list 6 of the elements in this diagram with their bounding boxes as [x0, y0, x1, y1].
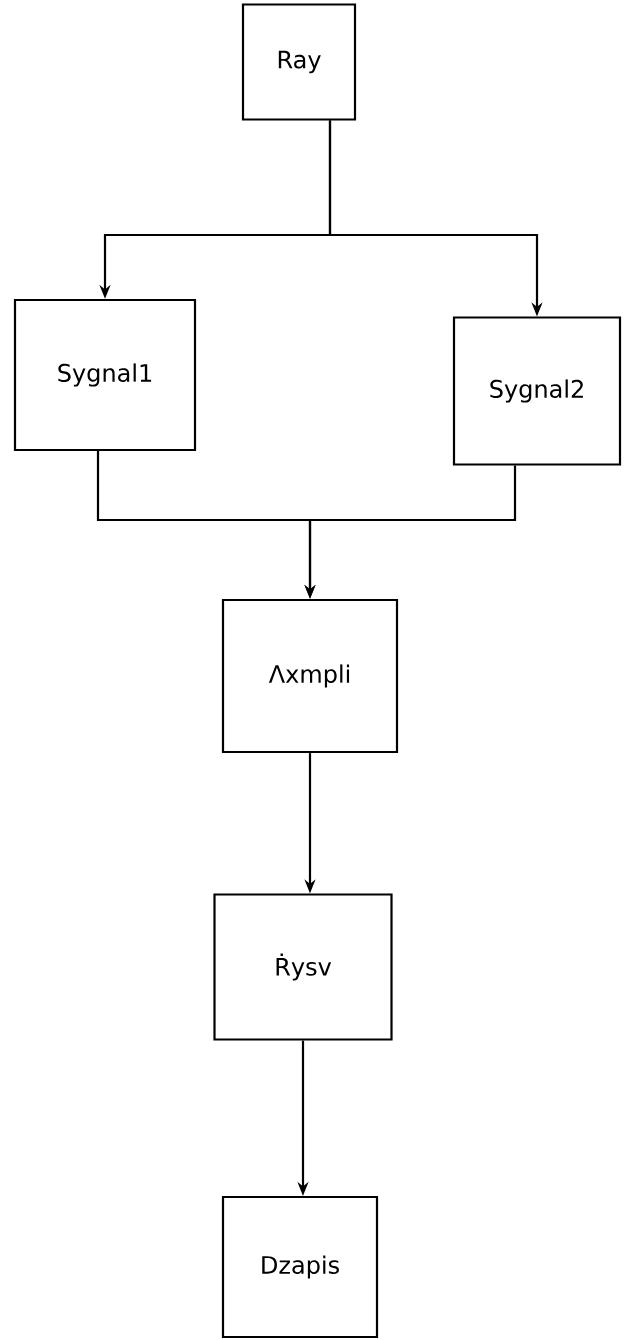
- process-box: Ray: [241, 3, 357, 121]
- process-box: Ṙysv: [213, 893, 393, 1041]
- process-box: Dzapis: [221, 1195, 379, 1339]
- process-box: Λxmpli: [221, 598, 399, 754]
- process-box: Sygnal1: [13, 298, 197, 452]
- process-box: Sygnal2: [452, 316, 622, 466]
